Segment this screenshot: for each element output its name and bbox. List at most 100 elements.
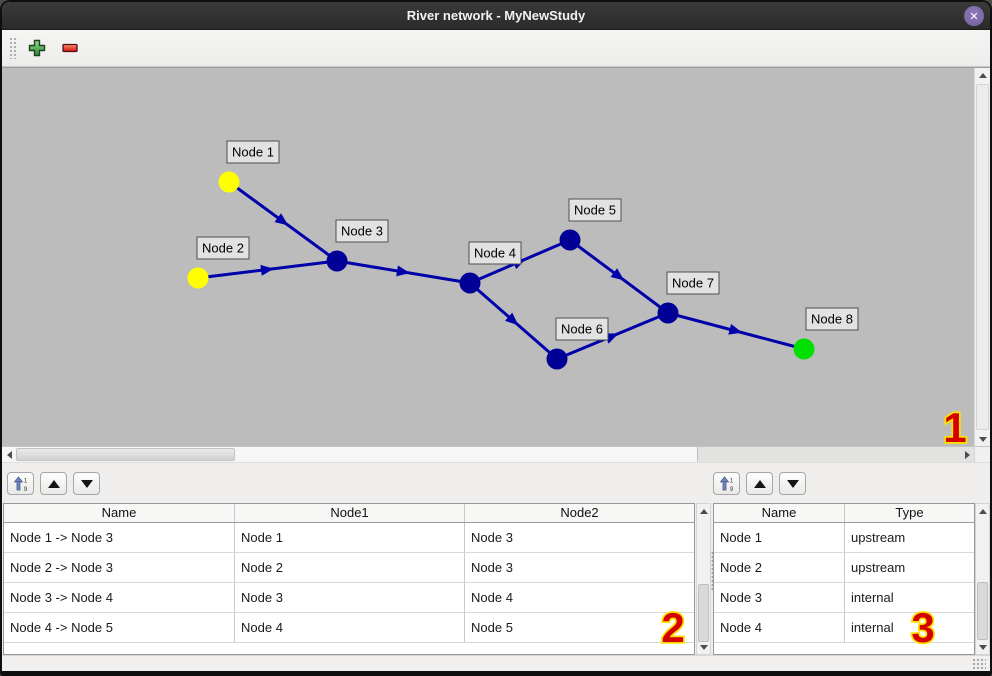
move-node-up-button[interactable] [746,472,773,495]
table-cell[interactable]: internal [851,620,894,635]
node-label: Node 2 [202,241,244,256]
graph-node[interactable] [793,338,815,360]
column-header[interactable]: Name [4,504,235,522]
table-cell[interactable]: Node 2 [714,553,845,582]
table-cell[interactable]: Node 3 [714,583,845,612]
arrow-right-icon [964,450,970,459]
move-link-down-button[interactable] [73,472,100,495]
table-cell[interactable]: Node 4 [471,590,513,605]
links-table-controls: 1 9 [7,472,100,495]
table-cell[interactable]: Node 2 -> Node 3 [4,553,235,582]
table-cell[interactable]: Node 3 -> Node 4 [4,583,235,612]
scroll-down-button[interactable] [975,432,990,446]
table-cell[interactable]: Node 3 [235,583,465,612]
close-icon: ✕ [969,10,979,23]
column-header[interactable]: Node2 [560,505,599,520]
graph-node[interactable] [326,250,348,272]
toolbar-drag-handle[interactable] [9,37,17,59]
table-cell[interactable]: Node 4 [714,613,845,642]
edge-arrow-icon [260,264,274,276]
graph-node[interactable] [218,171,240,193]
table-cell[interactable]: Node 4 [235,613,465,642]
table-cell[interactable]: Node 1 -> Node 3 [4,523,235,552]
graph-node[interactable] [657,302,679,324]
node-label-box[interactable] [568,198,622,222]
graph-node[interactable] [559,229,581,251]
table-cell[interactable]: upstream [851,560,906,575]
add-node-button[interactable] [25,36,49,60]
node-label-box[interactable] [555,317,609,341]
scroll-up-button[interactable] [975,68,990,82]
node-label-box[interactable] [666,271,720,295]
table-cell[interactable]: Node 5 [471,620,513,635]
table-row[interactable]: Node 1 upstream [714,523,974,553]
edge-arrow-icon [610,268,625,281]
node-label: Node 5 [574,203,616,218]
status-bar [2,655,990,671]
table-row[interactable]: Node 4 internal [714,613,974,643]
node-label: Node 6 [561,322,603,337]
minus-icon [62,43,78,53]
graph-node[interactable] [187,267,209,289]
table-cell[interactable]: Node 3 [471,530,513,545]
table-cell[interactable]: Node 4 -> Node 5 [4,613,235,642]
table-cell[interactable]: Node 2 [235,553,465,582]
node-label: Node 1 [232,145,274,160]
canvas-horizontal-scrollbar[interactable] [2,446,990,462]
node-label-box[interactable] [335,219,389,243]
node-label: Node 8 [811,312,853,327]
close-button[interactable]: ✕ [964,6,984,26]
canvas-vertical-scrollbar[interactable] [974,67,990,446]
scrollbar-corner [974,447,990,462]
horizontal-scroll-thumb[interactable] [16,448,235,461]
window-title: River network - MyNewStudy [406,8,586,23]
column-header[interactable]: Node1 [235,504,465,522]
scroll-right-button[interactable] [960,447,974,462]
scroll-thumb[interactable] [977,582,988,640]
node-label-box[interactable] [468,241,522,265]
links-table-scrollbar[interactable] [696,503,711,655]
graph-node[interactable] [459,272,481,294]
table-cell[interactable]: Node 1 [235,523,465,552]
sort-ascending-icon: 1 9 [719,475,733,492]
graph-node[interactable] [546,348,568,370]
table-cell[interactable]: internal [851,590,894,605]
scroll-up-button[interactable] [976,504,989,518]
column-header[interactable]: Name [714,504,845,522]
scroll-up-button[interactable] [697,504,710,518]
table-cell[interactable]: Node 3 [471,560,513,575]
move-link-up-button[interactable] [40,472,67,495]
remove-node-button[interactable] [58,36,82,60]
node-label-box[interactable] [196,236,250,260]
arrow-down-icon [699,644,708,650]
node-label-box[interactable] [226,140,280,164]
scroll-down-button[interactable] [976,640,989,654]
nodes-table-scrollbar[interactable] [975,503,990,655]
sort-links-button[interactable]: 1 9 [7,472,34,495]
table-row[interactable]: Node 3 internal [714,583,974,613]
table-cell[interactable]: Node 1 [714,523,845,552]
table-cell[interactable]: upstream [851,530,906,545]
scroll-thumb[interactable] [698,584,709,642]
arrow-down-icon [978,644,987,650]
node-label-box[interactable] [805,307,859,331]
down-triangle-icon [786,479,799,488]
resize-grip[interactable] [972,658,986,669]
sort-nodes-button[interactable]: 1 9 [713,472,740,495]
scroll-left-button[interactable] [2,447,16,462]
svg-text:1: 1 [729,478,733,484]
vertical-scroll-thumb[interactable] [976,84,989,430]
edge-arrow-icon [274,213,289,226]
move-node-down-button[interactable] [779,472,806,495]
table-row[interactable]: Node 2 upstream [714,553,974,583]
scroll-down-button[interactable] [697,640,710,654]
up-triangle-icon [753,479,766,488]
column-header[interactable]: Type [895,505,924,520]
